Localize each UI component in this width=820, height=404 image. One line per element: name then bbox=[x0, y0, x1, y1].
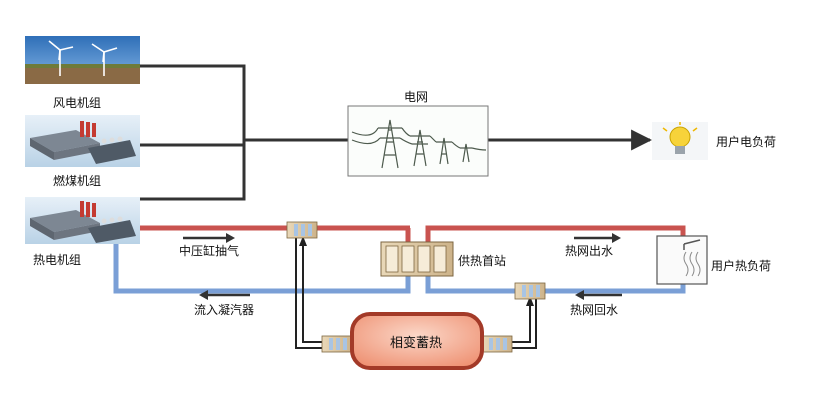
extraction-heat-exchanger bbox=[286, 221, 318, 239]
heat-user-image bbox=[656, 235, 708, 285]
storage-loop bbox=[295, 238, 537, 349]
charge-loop-outer bbox=[295, 238, 324, 349]
supply-pipes bbox=[140, 225, 686, 242]
wind-unit-label: 风电机组 bbox=[53, 96, 102, 110]
flow-arrows bbox=[183, 233, 622, 300]
supply-main-pipe bbox=[425, 225, 686, 242]
wind-power-line bbox=[140, 64, 246, 201]
wind-turbine-image bbox=[25, 36, 140, 84]
charge-up-arrow bbox=[299, 236, 307, 246]
heat-user-label: 用户热负荷 bbox=[711, 259, 772, 273]
return-flow-label: 热网回水 bbox=[570, 303, 619, 317]
condenser-return-pipe bbox=[113, 240, 411, 294]
chp-unit-label: 热电机组 bbox=[33, 253, 82, 267]
grid-tower-image bbox=[347, 105, 489, 177]
return-main-pipe bbox=[425, 276, 686, 294]
return-heat-exchanger bbox=[514, 282, 546, 300]
discharge-loop-inner bbox=[512, 298, 531, 343]
discharge-up-arrow bbox=[526, 296, 534, 306]
phase-change-storage-tank bbox=[350, 312, 484, 370]
storage-outlet-exchanger bbox=[481, 335, 513, 353]
charge-loop-inner bbox=[302, 238, 324, 343]
condenser-arrow bbox=[199, 290, 208, 300]
power-user-label: 用户电负荷 bbox=[716, 135, 777, 149]
return-pipes bbox=[113, 240, 686, 294]
return-arrow bbox=[575, 290, 584, 300]
chp-plant-image bbox=[25, 197, 140, 244]
heat-station-label: 供热首站 bbox=[458, 254, 507, 268]
heat-station-exchanger bbox=[380, 241, 454, 277]
supply-arrow bbox=[612, 233, 621, 243]
condenser-flow-label: 流入凝汽器 bbox=[194, 303, 255, 317]
power-lines bbox=[140, 64, 653, 201]
storage-inlet-exchanger bbox=[321, 335, 353, 353]
coal-plant-image bbox=[25, 115, 140, 167]
storage-loop-arrows bbox=[299, 236, 534, 306]
grid-label: 电网 bbox=[404, 90, 429, 104]
extraction-flow-label: 中压缸抽气 bbox=[179, 244, 240, 258]
discharge-loop-outer bbox=[512, 298, 537, 349]
light-bulb-icon bbox=[652, 122, 708, 160]
coal-unit-label: 燃煤机组 bbox=[53, 174, 102, 188]
storage-label: 相变蓄热 bbox=[390, 336, 443, 351]
supply-flow-label: 热网出水 bbox=[565, 244, 614, 258]
extraction-arrow bbox=[226, 233, 235, 243]
